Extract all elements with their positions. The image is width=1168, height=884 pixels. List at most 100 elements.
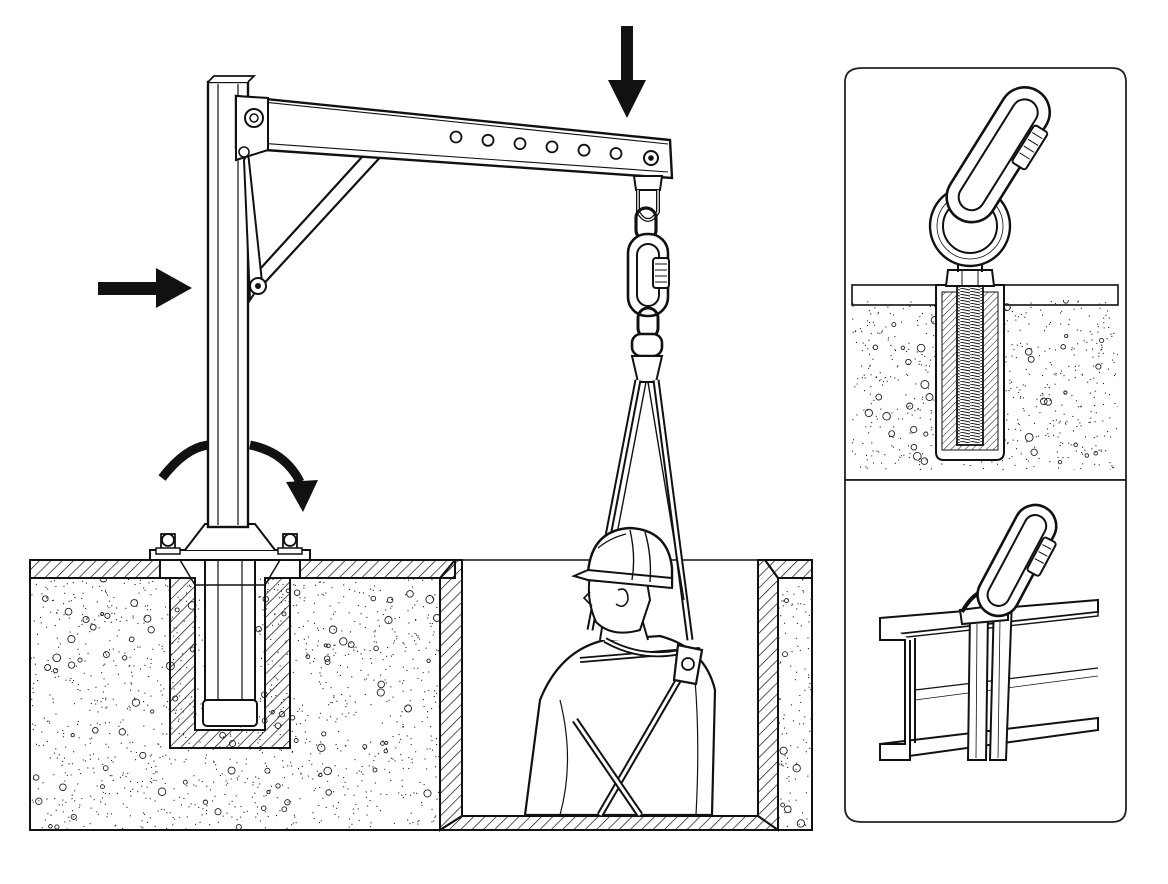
concrete-speck bbox=[925, 333, 927, 335]
concrete-speck bbox=[780, 798, 782, 800]
concrete-speck bbox=[779, 662, 781, 664]
concrete-speck bbox=[406, 670, 408, 672]
concrete-speck bbox=[896, 366, 898, 368]
concrete-speck bbox=[150, 777, 152, 779]
concrete-speck bbox=[909, 405, 911, 407]
concrete-speck bbox=[1036, 436, 1038, 438]
concrete-speck bbox=[361, 766, 363, 768]
concrete-speck bbox=[338, 602, 340, 604]
concrete-speck bbox=[1111, 466, 1113, 468]
concrete-speck bbox=[320, 675, 322, 677]
concrete-speck bbox=[1020, 453, 1022, 455]
concrete-speck bbox=[256, 806, 258, 808]
concrete-speck bbox=[798, 710, 800, 712]
concrete-speck bbox=[867, 325, 869, 327]
pit-left-wall bbox=[439, 559, 463, 832]
concrete-speck bbox=[276, 797, 278, 799]
concrete-speck bbox=[1048, 394, 1050, 396]
concrete-speck bbox=[1080, 405, 1082, 407]
concrete-speck bbox=[1113, 361, 1115, 363]
concrete-speck bbox=[863, 409, 865, 411]
concrete-speck bbox=[1088, 421, 1090, 423]
concrete-speck bbox=[916, 343, 926, 353]
concrete-speck bbox=[98, 615, 100, 617]
concrete-speck bbox=[333, 696, 335, 698]
concrete-speck bbox=[284, 799, 291, 806]
concrete-speck bbox=[292, 671, 294, 673]
concrete-speck bbox=[794, 778, 796, 780]
concrete-speck bbox=[1038, 435, 1040, 437]
concrete-speck bbox=[1053, 434, 1055, 436]
concrete-speck bbox=[348, 612, 350, 614]
concrete-speck bbox=[325, 592, 327, 594]
concrete-speck bbox=[922, 402, 924, 404]
concrete-speck bbox=[199, 821, 201, 823]
concrete-speck bbox=[390, 757, 392, 759]
concrete-speck bbox=[314, 788, 316, 790]
concrete-speck bbox=[131, 675, 133, 677]
concrete-speck bbox=[921, 354, 923, 356]
concrete-speck bbox=[791, 603, 793, 605]
concrete-speck bbox=[778, 607, 780, 609]
concrete-speck bbox=[36, 633, 38, 635]
concrete-speck bbox=[259, 820, 261, 822]
concrete-speck bbox=[120, 721, 122, 723]
concrete-speck bbox=[244, 782, 246, 784]
concrete-speck bbox=[245, 758, 247, 760]
concrete-speck bbox=[106, 594, 108, 596]
concrete-speck bbox=[905, 394, 907, 396]
concrete-speck bbox=[105, 589, 107, 591]
concrete-speck bbox=[294, 829, 296, 830]
concrete-speck bbox=[358, 819, 360, 821]
concrete-speck bbox=[1005, 390, 1007, 392]
concrete-speck bbox=[915, 383, 917, 385]
concrete-speck bbox=[875, 415, 877, 417]
concrete-speck bbox=[804, 716, 806, 718]
concrete-speck bbox=[303, 600, 305, 602]
concrete-speck bbox=[370, 741, 372, 743]
concrete-speck bbox=[69, 658, 71, 660]
concrete-speck bbox=[894, 377, 896, 379]
concrete-speck bbox=[1113, 352, 1115, 354]
concrete-speck bbox=[261, 752, 263, 754]
concrete-speck bbox=[916, 351, 918, 353]
concrete-speck bbox=[410, 812, 412, 814]
concrete-speck bbox=[402, 797, 404, 799]
concrete-speck bbox=[59, 643, 61, 645]
concrete-speck bbox=[901, 321, 903, 323]
concrete-speck bbox=[51, 600, 53, 602]
concrete-speck bbox=[872, 462, 874, 464]
concrete-speck bbox=[355, 803, 357, 805]
concrete-speck bbox=[164, 782, 166, 784]
concrete-speck bbox=[435, 776, 437, 778]
concrete-speck bbox=[781, 600, 783, 602]
concrete-speck bbox=[31, 799, 33, 801]
concrete-speck bbox=[89, 738, 91, 740]
concrete-speck bbox=[413, 578, 415, 580]
concrete-speck bbox=[259, 698, 261, 700]
concrete-speck bbox=[431, 740, 433, 742]
concrete-speck bbox=[214, 808, 222, 816]
concrete-speck bbox=[811, 594, 812, 596]
concrete-speck bbox=[1113, 467, 1115, 469]
concrete-speck bbox=[218, 821, 220, 823]
concrete-speck bbox=[1100, 450, 1102, 452]
concrete-speck bbox=[79, 773, 81, 775]
concrete-speck bbox=[300, 773, 302, 775]
concrete-speck bbox=[68, 600, 70, 602]
concrete-speck bbox=[383, 748, 389, 754]
concrete-speck bbox=[1049, 423, 1051, 425]
concrete-speck bbox=[804, 689, 806, 691]
concrete-speck bbox=[427, 617, 429, 619]
concrete-speck bbox=[366, 814, 368, 816]
concrete-speck bbox=[1109, 417, 1111, 419]
concrete-speck bbox=[163, 688, 165, 690]
concrete-speck bbox=[875, 376, 877, 378]
concrete-speck bbox=[162, 778, 164, 780]
concrete-speck bbox=[144, 605, 146, 607]
concrete-speck bbox=[108, 600, 110, 602]
concrete-speck bbox=[124, 682, 126, 684]
concrete-speck bbox=[852, 442, 854, 444]
concrete-speck bbox=[782, 594, 784, 596]
concrete-speck bbox=[205, 813, 207, 815]
